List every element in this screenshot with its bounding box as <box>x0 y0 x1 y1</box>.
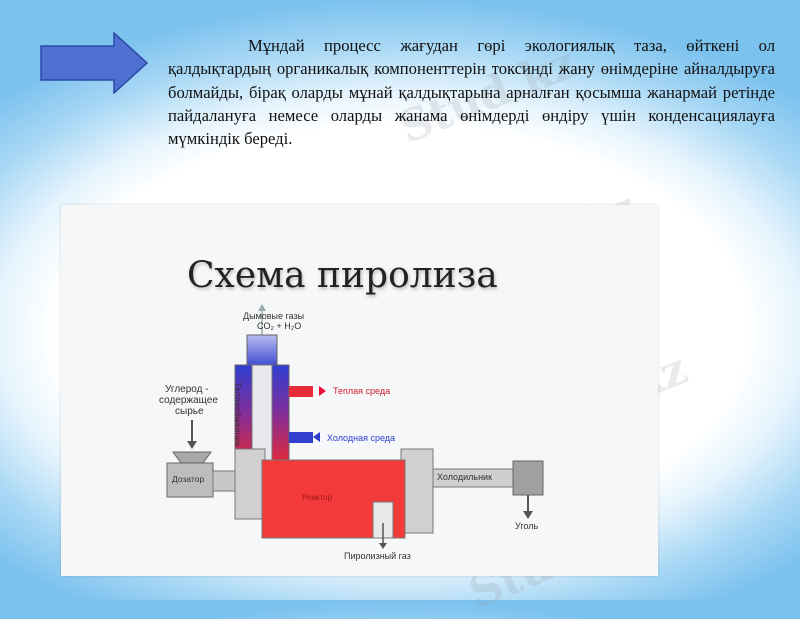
warm-arrow <box>319 386 326 396</box>
cold-arrow <box>313 432 320 442</box>
body-paragraph: Мұндай процесс жағудан гөрі экологиялық … <box>168 36 775 149</box>
reactor-label: Реактор <box>302 493 332 502</box>
diagram-title: Схема пиролиза <box>187 255 498 296</box>
pyrolysis-diagram: Схема пиролиза Дымовые газы CO₂ + H₂O Уг… <box>61 205 658 576</box>
pyrolysis-gas-label: Пиролизный газ <box>344 551 411 561</box>
feed-label: Углерод - <box>165 384 209 395</box>
heat-exchanger-label: Теплообменник <box>232 382 242 447</box>
flue-gases-formula: CO₂ + H₂O <box>257 321 302 331</box>
flue-gases-label: Дымовые газы <box>243 311 305 321</box>
feed-label: сырье <box>175 406 204 417</box>
slide: Stud.kz Stud.kz Stud.kz - Stud.kz Stud.k… <box>40 32 775 619</box>
coal-label: Уголь <box>515 521 539 531</box>
chimney-top <box>246 334 278 368</box>
cooler-label: Холодильник <box>437 472 493 482</box>
pyrolysis-schematic <box>166 304 544 549</box>
cold-pipe <box>289 432 313 443</box>
right-arrow-icon <box>40 32 148 94</box>
feed-label: содержащее <box>159 395 218 406</box>
doser-label: Дозатор <box>172 474 205 484</box>
warm-medium-label: Теплая среда <box>333 386 391 396</box>
warm-pipe <box>289 386 313 397</box>
cold-medium-label: Холодная среда <box>327 433 396 443</box>
